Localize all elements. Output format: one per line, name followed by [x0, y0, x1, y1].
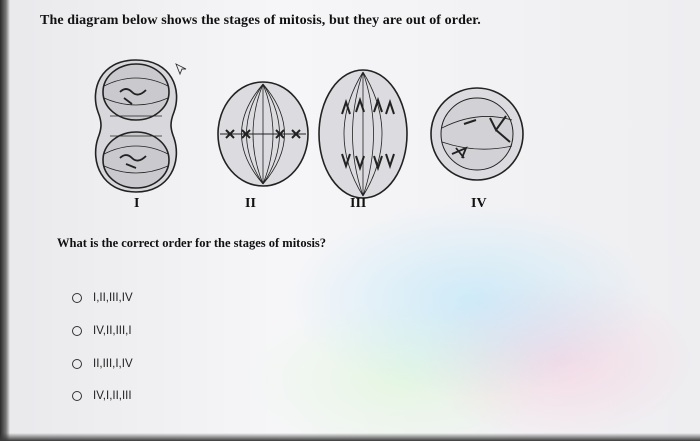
answer-option-4[interactable]: IV,I,II,III: [72, 388, 132, 404]
stage-label-i: I: [134, 196, 140, 211]
bottom-dark-edge: [0, 433, 700, 441]
cell-iv-prophase: [430, 87, 524, 181]
cell-iii-anaphase: [318, 69, 408, 199]
cell-i-telophase: [94, 59, 178, 193]
answer-option-1[interactable]: I,II,III,IV: [72, 290, 133, 306]
answer-option-label: II,III,I,IV: [93, 358, 133, 370]
answer-option-3[interactable]: II,III,I,IV: [72, 356, 133, 372]
question-title: The diagram below shows the stages of mi…: [40, 13, 481, 28]
radio-button[interactable]: [72, 391, 82, 401]
mitosis-diagram: [94, 59, 524, 199]
radio-button[interactable]: [72, 293, 82, 303]
stage-label-iii: III: [350, 196, 367, 211]
answer-option-label: I,II,III,IV: [93, 292, 133, 304]
left-dark-edge: [0, 0, 10, 441]
answer-option-label: IV,I,II,III: [93, 390, 132, 402]
stage-label-ii: II: [245, 196, 256, 211]
cursor-icon: [175, 63, 187, 76]
stage-label-iv: IV: [471, 196, 487, 211]
question-prompt: What is the correct order for the stages…: [57, 236, 327, 250]
cell-ii-metaphase: [217, 81, 309, 187]
answer-option-2[interactable]: IV,II,III,I: [72, 323, 132, 339]
radio-button[interactable]: [72, 326, 82, 336]
radio-button[interactable]: [72, 359, 82, 369]
answer-option-label: IV,II,III,I: [93, 325, 132, 337]
